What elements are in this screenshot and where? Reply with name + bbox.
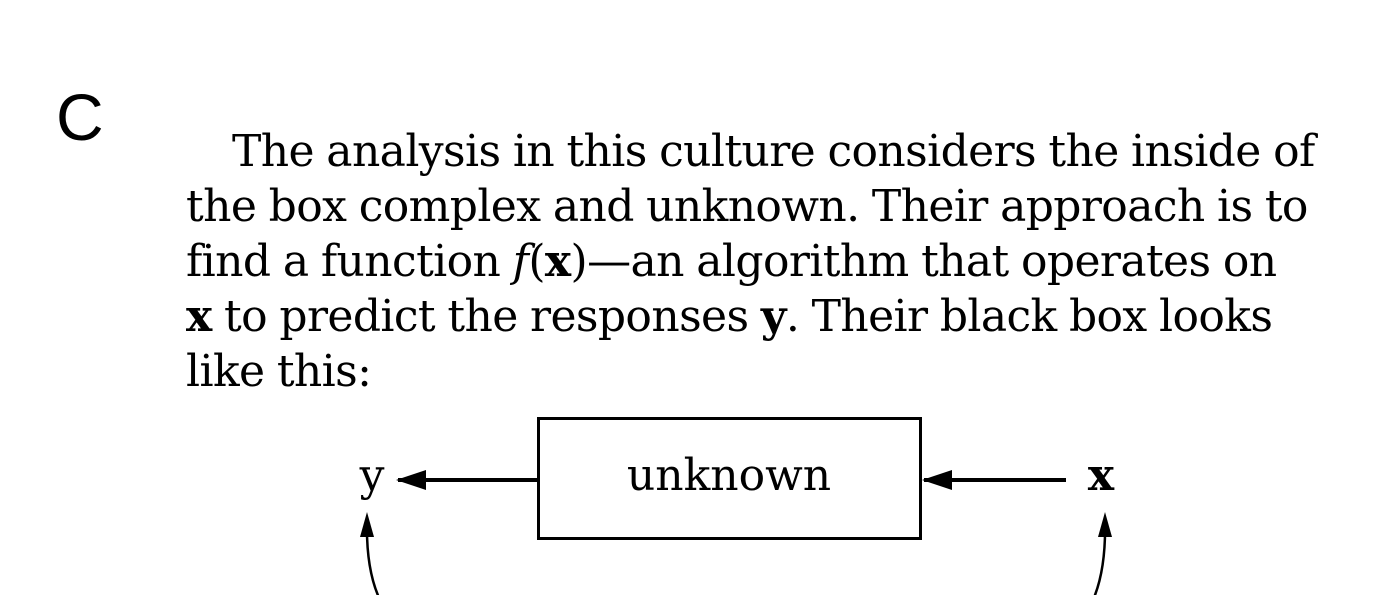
line-3-text-a: find a function <box>186 236 513 287</box>
function-symbol: f <box>512 236 529 287</box>
output-label: y <box>359 450 385 501</box>
open-paren: ( <box>528 236 545 287</box>
body-paragraph: The analysis in this culture considers t… <box>186 124 1315 399</box>
response-variable: y <box>760 291 787 342</box>
section-label: C <box>56 80 104 154</box>
paragraph-line-4: x to predict the responses y. Their blac… <box>186 289 1290 344</box>
input-arrowhead <box>922 470 952 490</box>
paragraph-line-5: like this: <box>186 344 1290 399</box>
paragraph-line-3: find a function f(x)—an algorithm that o… <box>186 234 1290 289</box>
paragraph-line-1: The analysis in this culture considers t… <box>186 124 1315 179</box>
box-label: unknown <box>627 450 831 501</box>
input-variable: x <box>544 236 571 287</box>
input-variable: x <box>186 291 212 342</box>
line-3-text-b: )—an algorithm that operates on <box>570 236 1278 287</box>
right-curve-arrowhead <box>1098 512 1112 537</box>
line-2-text: the box complex and unknown. Their appro… <box>186 181 1308 232</box>
left-curve-arrowhead <box>360 512 374 537</box>
line-4-text-a: to predict the responses <box>211 291 761 342</box>
output-arrowhead <box>396 470 426 490</box>
unknown-box <box>537 417 922 540</box>
line-5-text: like this: <box>186 346 372 397</box>
line-4-text-b: . Their black box looks <box>785 291 1273 342</box>
line-1-text: The analysis in this culture considers t… <box>232 126 1315 177</box>
paragraph-line-2: the box complex and unknown. Their appro… <box>186 179 1308 234</box>
input-label: x <box>1088 450 1115 501</box>
